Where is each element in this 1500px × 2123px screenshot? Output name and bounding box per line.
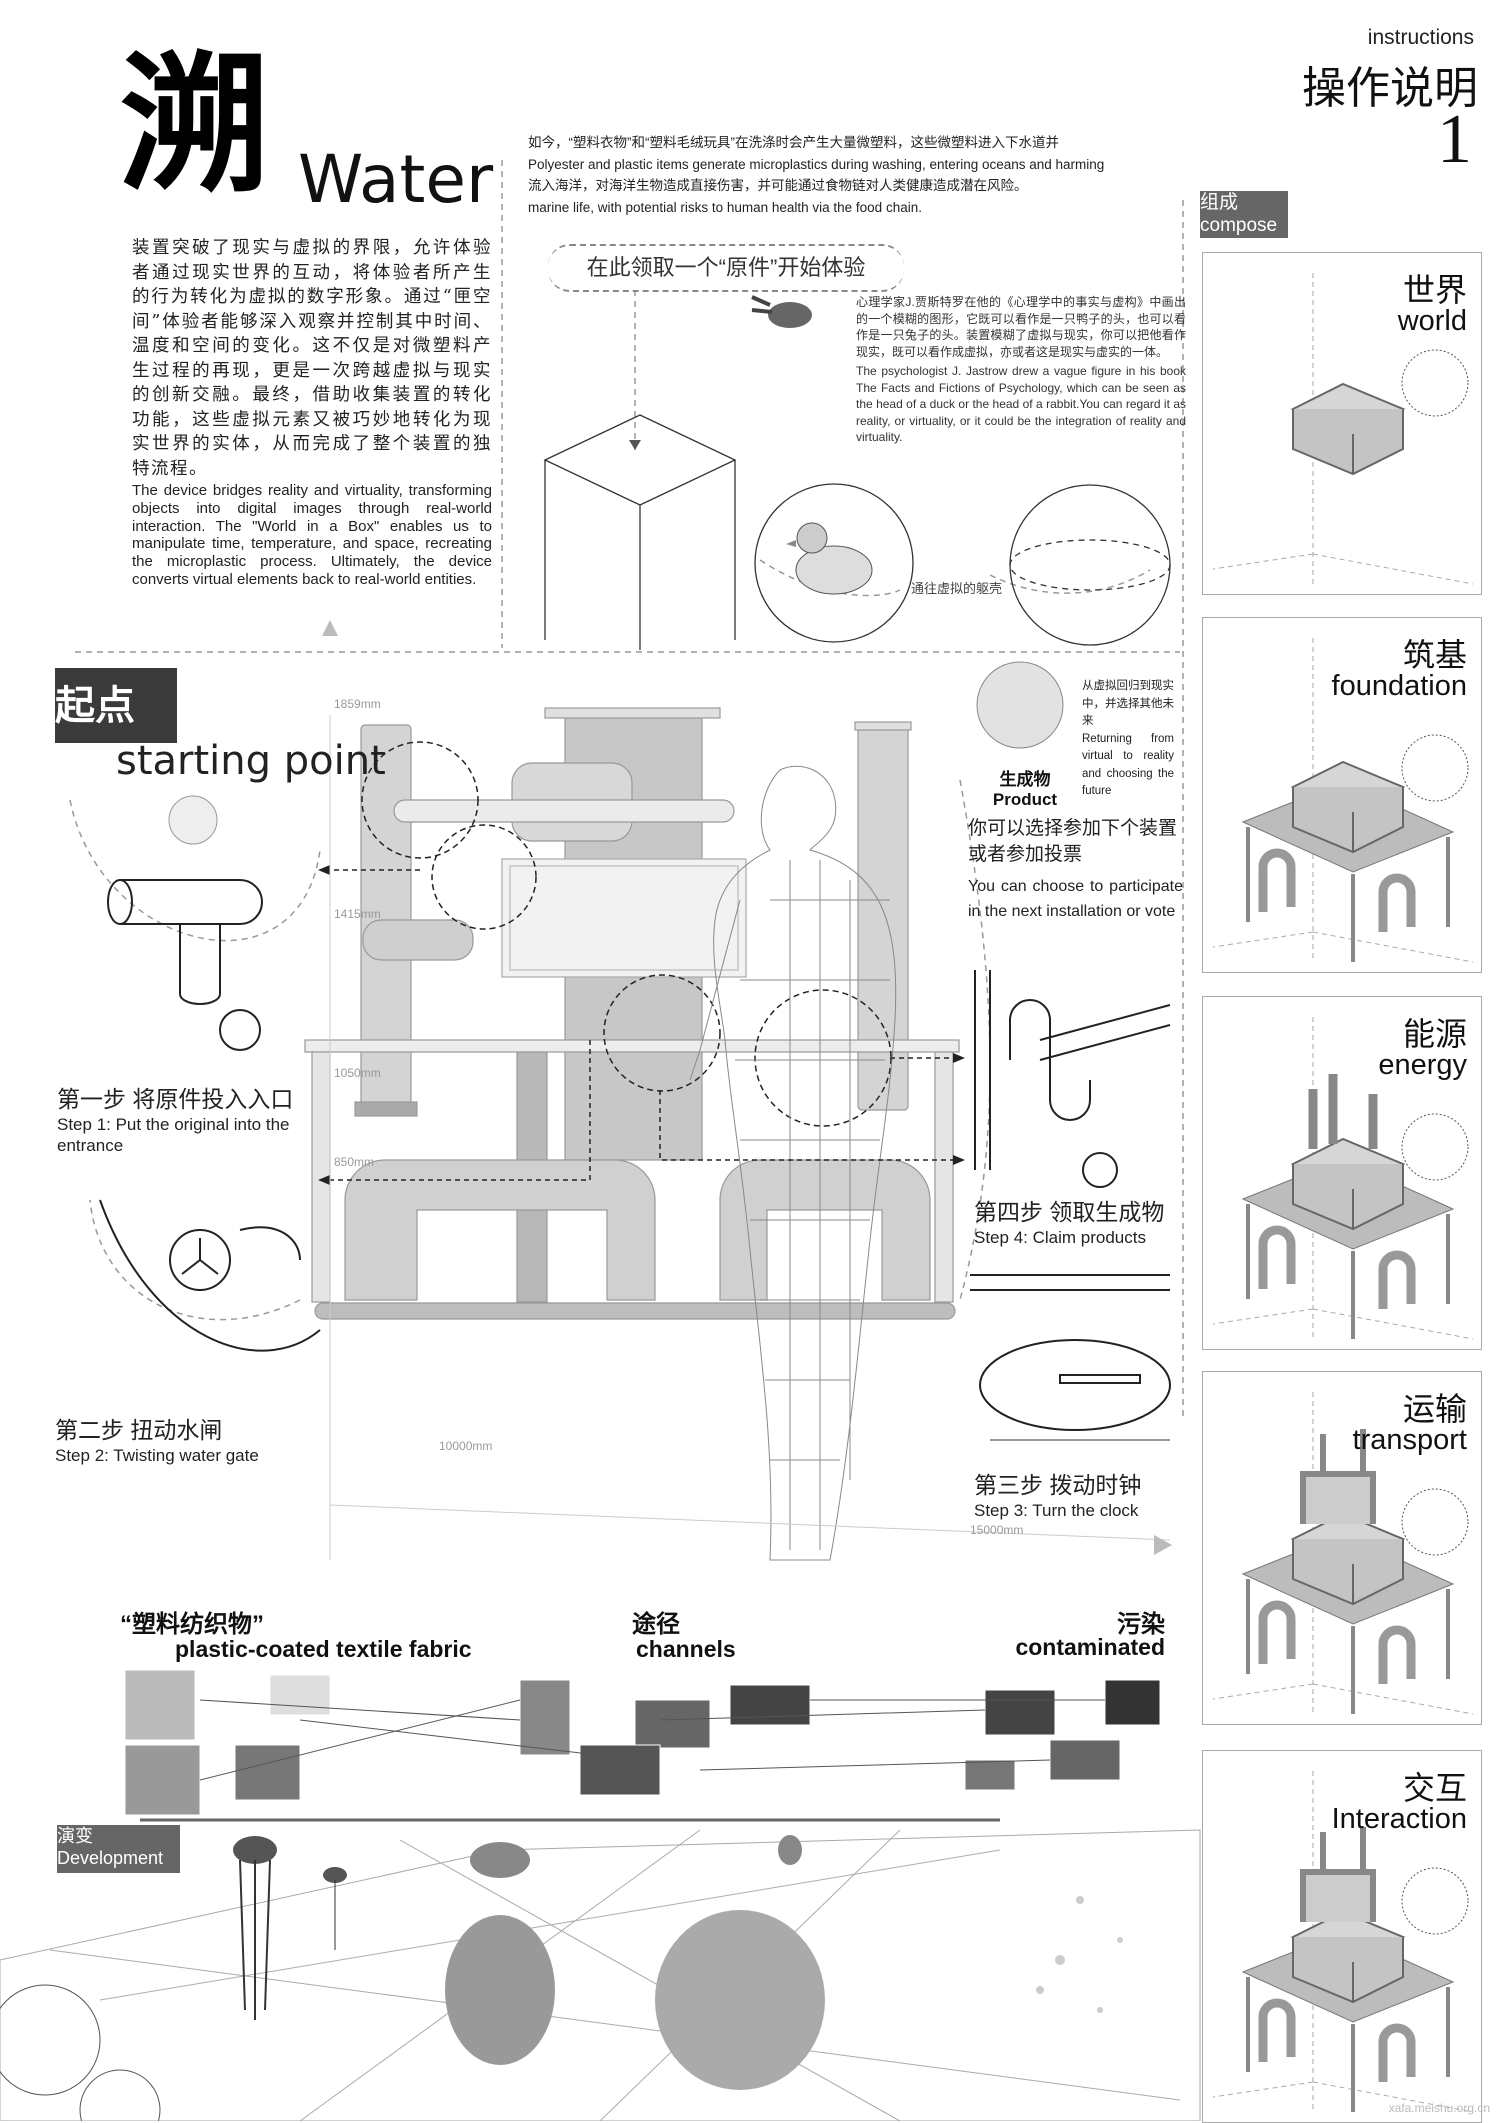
step-4-en: Step 4: Claim products xyxy=(974,1228,1146,1247)
step-2-cn: 第二步 扭动水闸 xyxy=(55,1417,223,1443)
installation-machine xyxy=(304,707,960,1320)
page-title: Water xyxy=(298,141,494,218)
duck-sphere xyxy=(754,483,914,643)
dimension-1050: 1050mm xyxy=(334,1066,381,1080)
starting-point-label: starting point xyxy=(116,738,386,784)
development-badge: 演变 Development xyxy=(57,1825,180,1873)
step-1-en: Step 1: Put the original into the entran… xyxy=(57,1115,290,1155)
channels-label-cn: 途径 xyxy=(632,1611,680,1638)
step-4: 第四步 领取生成物 Step 4: Claim products xyxy=(974,1193,1194,1248)
human-wireframe xyxy=(689,765,897,1561)
step-1: 第一步 将原件投入入口 Step 1: Put the original int… xyxy=(57,1080,347,1156)
product-sphere-icon xyxy=(976,661,1064,749)
dimension-850: 850mm xyxy=(334,1155,375,1169)
world-box-wireframe xyxy=(543,414,737,650)
note-en-1: Polyester and plastic items generate mic… xyxy=(528,156,1105,172)
choice-text-en: You can choose to participate in the nex… xyxy=(968,878,1183,920)
watermark: xafa.meishu.org.cn xyxy=(1388,2101,1490,2115)
microplastic-note: 如今，“塑料衣物”和“塑料毛绒玩具”在洗涤时会产生大量微塑料，这些微塑料进入下水… xyxy=(528,132,1188,218)
clock-sketch xyxy=(970,1274,1171,1441)
isometric-model-icon xyxy=(1212,273,1474,585)
logo-character: 溯 xyxy=(120,37,271,213)
development-mesh xyxy=(0,1818,1201,2121)
panel-title-cn: 世界 xyxy=(1402,272,1467,308)
psychology-cn: 心理学家J.贾斯特罗在他的《心理学中的事实与虚构》中画出的一个模糊的图形，它既可… xyxy=(856,295,1186,359)
water-gate-sketch xyxy=(99,1199,321,1352)
panel-title-cn: 交互 xyxy=(1402,1770,1467,1806)
psychology-en: The psychologist J. Jastrow drew a vague… xyxy=(856,364,1186,444)
step-3-en: Step 3: Turn the clock xyxy=(974,1501,1139,1520)
dimension-1859: 1859mm xyxy=(334,697,381,711)
product-title-cn: 生成物 xyxy=(999,770,1051,789)
dimension-10000: 10000mm xyxy=(439,1439,493,1453)
channels-label-en: channels xyxy=(636,1636,736,1662)
compose-badge: 组成 compose xyxy=(1200,191,1288,238)
note-cn-1: 如今，“塑料衣物”和“塑料毛绒玩具”在洗涤时会产生大量微塑料，这些微塑料进入下水… xyxy=(528,135,1059,150)
panel-title-en: foundation xyxy=(1331,670,1467,702)
contaminated-label-en: contaminated xyxy=(1015,1634,1165,1660)
dimension-1415: 1415mm xyxy=(334,907,381,921)
virtual-sphere xyxy=(1009,484,1171,646)
entrance-pipe-sketch xyxy=(107,879,263,1051)
fabric-label-cn: “塑料纺织物” xyxy=(120,1611,264,1638)
choice-text-cn: 你可以选择参加下个装置或者参加投票 xyxy=(968,818,1178,865)
product-description: 从虚拟回归到现实中，并选择其他未来 Returning from virtual… xyxy=(1082,678,1174,801)
duck-token-icon xyxy=(168,795,218,845)
development-cn: 演变 xyxy=(57,1826,93,1846)
product-pipe-sketch xyxy=(974,970,1171,1188)
panel-title-en: transport xyxy=(1352,1424,1467,1456)
wireframe-sphere-icon xyxy=(0,1984,161,2121)
step-4-cn: 第四步 领取生成物 xyxy=(974,1199,1165,1225)
step-3: 第三步 拨动时钟 Step 3: Turn the clock xyxy=(974,1466,1194,1521)
product-desc-cn: 从虚拟回归到现实中，并选择其他未来 xyxy=(1082,680,1174,727)
step-3-cn: 第三步 拨动时钟 xyxy=(974,1472,1142,1498)
intro-text-cn: 装置突破了现实与虚拟的界限，允许体验者通过现实世界的互动，将体验者所产生的行为转… xyxy=(132,238,492,479)
isometric-model-icon xyxy=(1212,638,1474,963)
starting-point-badge: 起点 xyxy=(55,668,177,743)
contaminated-label-cn: 污染 xyxy=(1117,1611,1165,1638)
instructions-label: instructions xyxy=(1367,26,1474,49)
panel-title-en: Interaction xyxy=(1331,1803,1467,1835)
compose-en: compose xyxy=(1200,215,1278,236)
product-title: 生成物 Product xyxy=(975,770,1075,810)
development-en: Development xyxy=(57,1848,164,1868)
step-2-en: Step 2: Twisting water gate xyxy=(55,1446,259,1465)
evolution-thumbnails xyxy=(124,1669,1161,1816)
fabric-label-en: plastic-coated textile fabric xyxy=(175,1636,472,1662)
step-1-cn: 第一步 将原件投入入口 xyxy=(57,1086,294,1112)
note-cn-2: 流入海洋，对海洋生物造成直接伤害，并可能通过食物链对人类健康造成潜在风险。 xyxy=(528,178,1028,193)
panel-title-en: world xyxy=(1397,305,1467,337)
step-2: 第二步 扭动水闸 Step 2: Twisting water gate xyxy=(55,1411,355,1466)
page-number: 1 xyxy=(1437,101,1472,178)
compose-cn: 组成 xyxy=(1200,192,1239,213)
note-en-2: marine life, with potential risks to hum… xyxy=(528,199,922,215)
virtual-shell-label: 通往虚拟的躯壳 xyxy=(911,581,1003,596)
panel-title-cn: 能源 xyxy=(1402,1016,1467,1052)
panel-title-cn: 筑基 xyxy=(1402,637,1467,673)
product-title-en: Product xyxy=(992,790,1058,809)
product-desc-en: Returning from virtual to reality and ch… xyxy=(1082,732,1174,798)
isometric-model-icon xyxy=(1212,1017,1474,1340)
dimension-15000: 15000mm xyxy=(970,1523,1024,1537)
intro-text-en: The device bridges reality and virtualit… xyxy=(132,482,492,588)
duck-rabbit-icon xyxy=(751,295,812,328)
jellyfish-illustrations xyxy=(233,1835,1123,2090)
isometric-model-icon xyxy=(1212,1392,1474,1715)
rubber-duck-icon xyxy=(786,522,873,595)
panel-title-cn: 运输 xyxy=(1402,1391,1467,1427)
start-experience-pill: 在此领取一个“原件”开始体验 xyxy=(548,244,904,292)
panel-title-en: energy xyxy=(1378,1049,1467,1081)
isometric-model-icon xyxy=(1212,1771,1474,2113)
instructions-title: 操作说明 xyxy=(1302,63,1478,114)
psychology-note: 心理学家J.贾斯特罗在他的《心理学中的事实与虚构》中画出的一个模糊的图形，它既可… xyxy=(856,294,1186,449)
